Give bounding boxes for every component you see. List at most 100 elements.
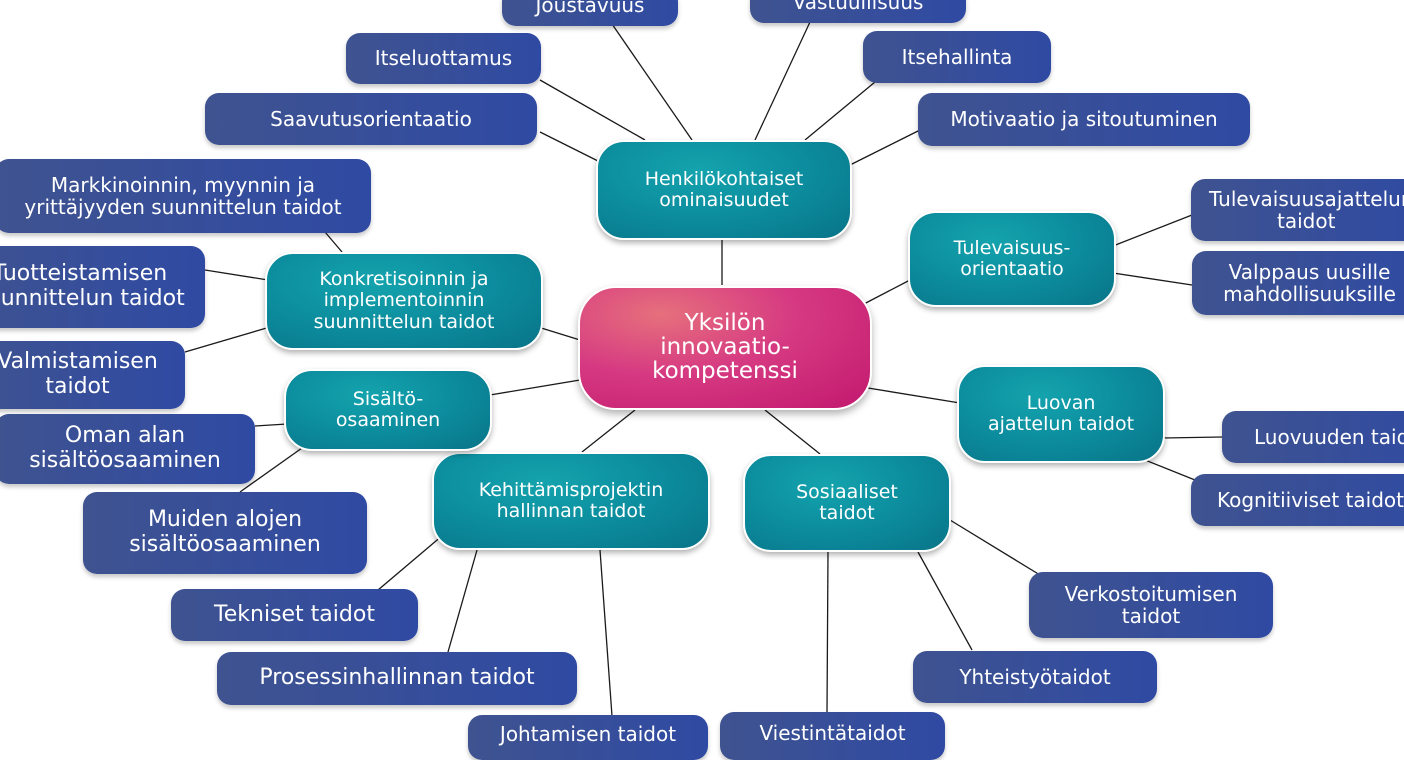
category-personal: Henkilökohtaiset ominaisuudet: [596, 140, 852, 240]
category-label: osaaminen: [335, 409, 441, 431]
category-label: suunnittelun taidot: [313, 310, 495, 333]
category-label: implementoinnin: [323, 289, 485, 312]
leaf-oman-alan: Oman alan sisältöosaaminen: [0, 414, 255, 484]
leaf-label: Valmistamisen: [0, 349, 158, 375]
leaf-saavutusorientaatio: Saavutusorientaatio: [205, 93, 537, 145]
leaf-label: Vastuullisuus: [792, 0, 924, 14]
leaf-label: Tuotteistamisen: [0, 261, 168, 287]
connector-line: [537, 326, 581, 341]
connector-line: [949, 519, 1041, 576]
leaf-label: mahdollisuuksille: [1223, 282, 1396, 306]
connector-line: [324, 231, 343, 253]
leaf-label: Saavutusorientaatio: [270, 106, 472, 131]
connector-line: [184, 326, 271, 353]
leaf-label: taidot: [45, 374, 110, 399]
leaf-label: yrittäjyyden suunnittelun taidot: [24, 195, 342, 219]
leaf-itsehallinta: Itsehallinta: [863, 31, 1051, 83]
connector-line: [1112, 272, 1193, 286]
leaf-tuotteistaminen: Tuotteistamisen suunnittelun taidot: [0, 246, 205, 328]
leaf-johtaminen: Johtamisen taidot: [468, 715, 708, 760]
leaf-label: Markkinoinnin, myynnin ja: [50, 172, 316, 197]
category-future: Tulevaisuus- orientaatio: [908, 211, 1116, 307]
connector-line: [1112, 214, 1193, 247]
leaf-valmistaminen: Valmistamisen taidot: [0, 341, 185, 409]
connector-line: [826, 551, 829, 713]
category-label: Konkretisoinnin ja: [319, 268, 489, 291]
connector-line: [611, 23, 693, 141]
leaf-label: Kognitiiviset taidot: [1217, 487, 1404, 512]
leaf-label: Luovuuden taidot: [1254, 424, 1404, 449]
leaf-muiden-alojen: Muiden alojen sisältöosaaminen: [83, 492, 367, 574]
leaf-label: Tulevaisuusajattelun: [1209, 186, 1404, 211]
leaf-label: Itseluottamus: [374, 46, 513, 71]
connector-line: [447, 549, 478, 653]
category-label: hallinnan taidot: [496, 500, 646, 522]
connector-line: [204, 269, 269, 281]
leaf-label: sisältöosaaminen: [129, 532, 321, 557]
leaf-label: Joustavuus: [535, 0, 645, 17]
connector-line: [804, 81, 876, 141]
category-label: Sosiaaliset: [796, 480, 898, 503]
leaf-prosessinhallinta: Prosessinhallinnan taidot: [217, 652, 577, 705]
connector-line: [599, 549, 613, 717]
leaf-valppaus: Valppaus uusille mahdollisuuksille: [1192, 251, 1404, 315]
category-label: ajattelun taidot: [987, 413, 1135, 435]
leaf-label: Johtamisen taidot: [499, 722, 677, 746]
category-social: Sosiaaliset taidot: [743, 454, 951, 552]
leaf-label: Yhteistyötaidot: [959, 664, 1111, 689]
leaf-label: Tekniset taidot: [214, 601, 375, 627]
central-node-line: innovaatio-: [660, 334, 790, 361]
connector-line: [861, 279, 911, 306]
leaf-verkostoituminen: Verkostoitumisen taidot: [1029, 572, 1273, 638]
leaf-label: taidot: [1277, 209, 1336, 233]
leaf-label: sisältöosaaminen: [29, 448, 221, 473]
leaf-yhteistyo: Yhteistyötaidot: [913, 651, 1157, 703]
central-node-line: Yksilön: [684, 310, 766, 337]
leaf-label: Viestintätaidot: [759, 721, 906, 745]
leaf-vastuullisuus: Vastuullisuus: [750, 0, 966, 23]
category-label: Henkilökohtaiset: [644, 167, 804, 190]
leaf-kognitiiviset: Kognitiiviset taidot: [1191, 474, 1404, 526]
leaf-label: Itsehallinta: [901, 44, 1013, 69]
connector-line: [539, 131, 601, 163]
leaf-tulevaisuusajattelu: Tulevaisuusajattelun taidot: [1191, 179, 1404, 241]
category-content: Sisältö- osaaminen: [284, 369, 492, 451]
connector-line: [377, 534, 444, 591]
leaf-label: Prosessinhallinnan taidot: [259, 665, 535, 691]
leaf-itseluottamus: Itseluottamus: [346, 33, 541, 84]
category-label: orientaatio: [960, 258, 1064, 280]
leaf-luovuus: Luovuuden taidot: [1222, 411, 1404, 463]
leaf-label: Verkostoitumisen: [1064, 581, 1238, 606]
connector-line: [254, 423, 288, 427]
connector-line: [489, 379, 581, 396]
category-label: Kehittämisprojektin: [478, 478, 664, 501]
central-node: Yksilön innovaatio- kompetenssi: [578, 286, 872, 410]
connector-line: [581, 409, 636, 453]
connector-lines: [184, 21, 1223, 717]
leaf-label: taidot: [1121, 604, 1181, 628]
category-concretization: Konkretisoinnin ja implementoinnin suunn…: [265, 252, 543, 350]
category-project: Kehittämisprojektin hallinnan taidot: [432, 452, 710, 550]
connector-line: [764, 409, 821, 455]
central-node-line: kompetenssi: [652, 357, 798, 384]
leaf-joustavuus: Joustavuus: [502, 0, 678, 26]
leaf-tekniset: Tekniset taidot: [171, 589, 418, 641]
category-creative: Luovan ajattelun taidot: [957, 365, 1165, 463]
connector-line: [754, 21, 811, 141]
leaf-label: Motivaatio ja sitoutuminen: [950, 107, 1218, 132]
category-label: ominaisuudet: [659, 189, 789, 211]
connector-line: [849, 129, 921, 166]
category-label: taidot: [819, 502, 875, 524]
category-label: Luovan: [1026, 391, 1096, 414]
connector-line: [1139, 457, 1196, 481]
connector-line: [539, 79, 646, 141]
leaf-label: Muiden alojen: [147, 507, 303, 533]
leaf-label: Oman alan: [64, 423, 186, 449]
leaf-label: suunnittelun taidot: [0, 286, 185, 311]
leaf-motivaatio: Motivaatio ja sitoutuminen: [918, 93, 1250, 146]
category-label: Tulevaisuus-: [953, 236, 1071, 259]
leaf-viestinta: Viestintätaidot: [720, 712, 945, 760]
leaf-markkinointi: Markkinoinnin, myynnin ja yrittäjyyden s…: [0, 159, 371, 233]
leaf-label: Valppaus uusille: [1228, 259, 1391, 284]
connector-line: [867, 387, 961, 404]
